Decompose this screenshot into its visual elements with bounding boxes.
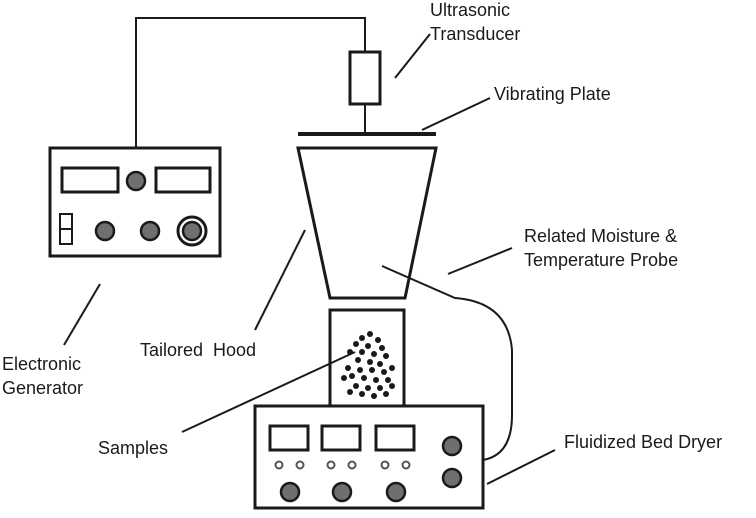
dryer-display-1 (268, 424, 310, 452)
sample-particle (389, 383, 395, 389)
label-tailored-hood: Tailored Hood (140, 340, 256, 360)
label-ultrasonic: Ultrasonic (430, 0, 510, 20)
sample-particle (383, 353, 389, 359)
label-generator-1: Electronic (2, 354, 81, 374)
leader-hood (254, 229, 306, 331)
generator-display-left (60, 166, 120, 194)
sample-particle (359, 335, 365, 341)
sample-particle (375, 337, 381, 343)
dryer-knob-2 (331, 481, 353, 503)
sample-particle (377, 385, 383, 391)
sample-particle (371, 351, 377, 357)
label-generator-2: Generator (2, 378, 83, 398)
dryer-display-2 (320, 424, 362, 452)
dryer-knob-5 (441, 467, 463, 489)
sample-particle (365, 343, 371, 349)
dryer-knob-1 (279, 481, 301, 503)
leader-samples (181, 351, 356, 433)
dryer-knob-4 (441, 435, 463, 457)
generator-knob-3 (181, 220, 203, 242)
sample-particle (365, 385, 371, 391)
sample-particle (341, 375, 347, 381)
sample-particle (345, 365, 351, 371)
sample-particle (359, 349, 365, 355)
dryer-knob-3 (385, 481, 407, 503)
leader-probe (447, 247, 513, 275)
generator-display-right (154, 166, 212, 194)
sample-particle (369, 367, 375, 373)
sample-particle (349, 373, 355, 379)
leader-generator (63, 283, 101, 346)
generator-knob-top (125, 170, 147, 192)
sample-particle (359, 391, 365, 397)
sample-particle (373, 377, 379, 383)
generator-knob-2 (139, 220, 161, 242)
sample-particle (379, 345, 385, 351)
sample-particle (385, 377, 391, 383)
label-vibrating-plate: Vibrating Plate (494, 84, 611, 104)
sample-particle (383, 391, 389, 397)
ultrasonic-transducer (348, 50, 382, 106)
generator-knob-1 (94, 220, 116, 242)
probe-cable (381, 265, 513, 461)
sample-particle (381, 369, 387, 375)
label-probe-1: Related Moisture & (524, 226, 677, 246)
label-samples: Samples (98, 438, 168, 458)
sample-particle (357, 367, 363, 373)
leader-transducer (394, 33, 431, 79)
sample-particle (367, 331, 373, 337)
fluidized-bed-dryer (253, 404, 485, 510)
label-transducer: Transducer (430, 24, 520, 44)
sample-particle (355, 357, 361, 363)
sample-particle (353, 383, 359, 389)
tailored-hood (296, 146, 438, 300)
sample-particle (347, 389, 353, 395)
sample-particle (353, 341, 359, 347)
sample-particle (389, 365, 395, 371)
label-dryer: Fluidized Bed Dryer (564, 432, 722, 452)
leader-dryer (486, 449, 556, 485)
dryer-display-3 (374, 424, 416, 452)
electronic-generator (48, 146, 222, 258)
leader-plate (421, 97, 491, 131)
sample-particle (367, 359, 373, 365)
sample-particle (361, 375, 367, 381)
sample-particle (371, 393, 377, 399)
sample-particle (377, 361, 383, 367)
label-probe-2: Temperature Probe (524, 250, 678, 270)
sample-particles (341, 331, 395, 399)
generator-knob-ring (176, 215, 208, 247)
generator-cable (135, 17, 366, 148)
